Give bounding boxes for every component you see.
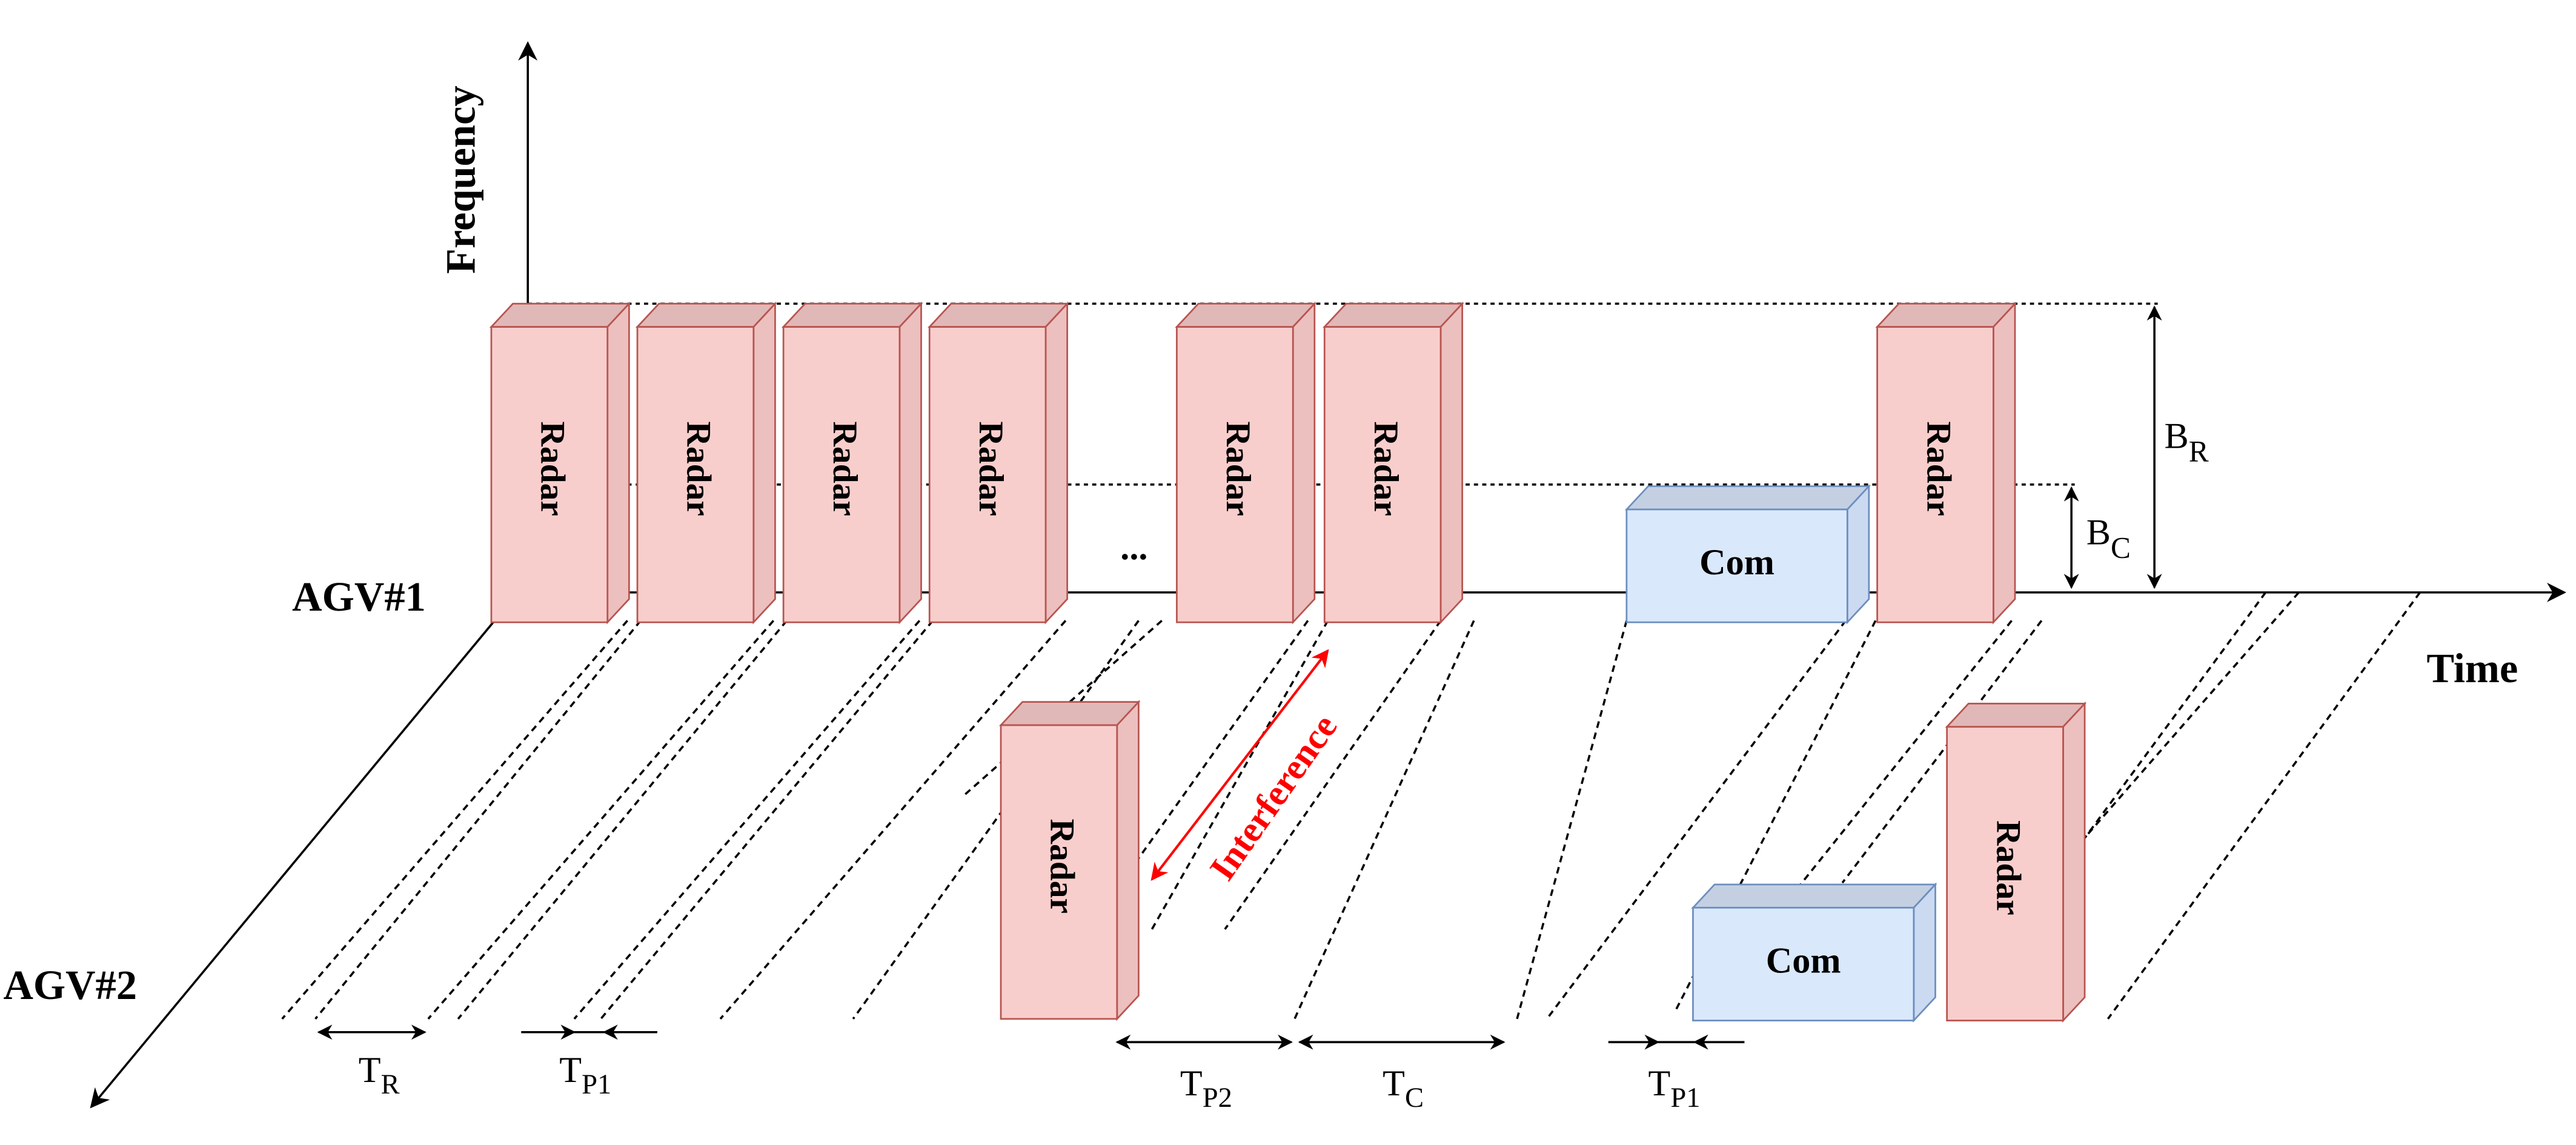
block-front-face: [1946, 726, 2064, 1021]
radar-block: Radar: [1875, 301, 2017, 625]
block-side-face: [1992, 301, 2016, 625]
block-side-face: [1439, 301, 1464, 625]
block-top-face: [1175, 302, 1316, 328]
interference-arrow: [1150, 649, 1329, 881]
block-top-face: [928, 302, 1069, 328]
block-side-face: [1116, 700, 1140, 1021]
projection-line: [719, 620, 1067, 1020]
projection-line: [314, 620, 642, 1020]
block-side-face: [1846, 484, 1870, 625]
interval-tp1-first-label: TP1: [559, 1050, 611, 1100]
interval-tp2: TP2: [1115, 1034, 1293, 1113]
block-top-face: [998, 701, 1141, 726]
projection-line: [2082, 591, 2300, 841]
radar-block-label: Radar: [1367, 421, 1405, 516]
radar-block-label: Radar: [1219, 421, 1257, 516]
projection-line: [573, 620, 921, 1020]
radar-block-label: Radar: [972, 421, 1010, 516]
interval-tc-label: TC: [1383, 1063, 1424, 1113]
time-intervals: TR TP1 TP2 TC TP: [317, 1024, 1745, 1113]
block-top-face: [1323, 302, 1464, 328]
block-top-face: [1624, 485, 1871, 511]
radar-block-label: Radar: [680, 421, 718, 516]
projection-line: [1545, 620, 1847, 1020]
radar-block-label: Radar: [1919, 421, 1957, 516]
interval-tp1-second-label: TP1: [1648, 1063, 1701, 1113]
agv2-label: AGV#2: [3, 962, 137, 1008]
radar-block: Radar: [635, 301, 777, 625]
radar-block: Radar: [998, 700, 1141, 1021]
block-front-face: [1625, 508, 1848, 623]
block-top-face: [1691, 883, 1937, 909]
radar-block: Radar: [1945, 701, 2087, 1023]
block-side-face: [2062, 701, 2086, 1023]
projection-line: [1841, 620, 2043, 884]
radar-block-label: Radar: [1043, 818, 1081, 914]
projection-line: [2065, 591, 2267, 864]
agv1-label: AGV#1: [292, 574, 426, 620]
block-top-face: [635, 302, 777, 328]
block-front-face: [782, 326, 901, 623]
block-front-face: [1876, 326, 1994, 623]
com-block: Com: [1691, 882, 1937, 1023]
interval-tp1-first: TP1: [521, 1024, 657, 1100]
projection-lines: [281, 591, 2421, 1020]
interval-tr-label: TR: [359, 1050, 400, 1100]
block-side-face: [898, 301, 922, 625]
projection-line: [1293, 620, 1475, 1020]
projection-line: [281, 620, 628, 1020]
time-axis-label: Time: [2426, 645, 2518, 691]
block-side-face: [1044, 301, 1068, 625]
radar-block-label: Radar: [1989, 820, 2027, 915]
com-block: Com: [1624, 484, 1871, 625]
block-front-face: [490, 326, 609, 623]
interval-tr: TR: [317, 1024, 427, 1100]
projection-line: [1224, 620, 1442, 930]
projection-line: [600, 620, 934, 1020]
block-top-face: [1875, 302, 2017, 328]
interval-tp1-second: TP1: [1608, 1034, 1745, 1113]
block-side-face: [1292, 301, 1316, 625]
bandwidth-com-label: BC: [2086, 512, 2131, 564]
interference-annotation: Interference: [1150, 649, 1346, 888]
radar-block: Radar: [781, 301, 923, 625]
agv-axis: [90, 620, 496, 1109]
block-front-face: [1176, 326, 1294, 623]
com-block-label: Com: [1699, 542, 1774, 583]
bandwidth-com-dimension: BC: [2063, 486, 2131, 589]
projection-line: [852, 620, 1140, 1020]
com-block-label: Com: [1766, 940, 1841, 981]
interval-tp2-label: TP2: [1180, 1063, 1232, 1113]
block-front-face: [928, 326, 1047, 623]
ellipsis-label: ...: [1120, 527, 1147, 568]
projection-line: [1516, 620, 1628, 1020]
radar-block: Radar: [489, 301, 631, 625]
block-side-face: [606, 301, 630, 625]
interval-tc: TC: [1298, 1034, 1505, 1113]
projection-line: [457, 620, 788, 1020]
block-top-face: [489, 302, 631, 328]
radar-block: Radar: [1323, 301, 1464, 625]
block-front-face: [1323, 326, 1442, 623]
bandwidth-radar-label: BR: [2165, 416, 2209, 468]
radar-block-label: Radar: [534, 421, 572, 516]
projection-line: [1134, 620, 1309, 864]
block-top-face: [781, 302, 923, 328]
radar-block-label: Radar: [826, 421, 864, 516]
frequency-axis-label: Frequency: [438, 85, 484, 274]
projection-line: [427, 620, 775, 1020]
block-front-face: [636, 326, 755, 623]
bandwidth-radar-dimension: BR: [2146, 305, 2209, 589]
radar-block: Radar: [1175, 301, 1316, 625]
block-top-face: [1945, 703, 2087, 728]
block-front-face: [1000, 724, 1118, 1020]
radar-block: Radar: [928, 301, 1069, 625]
projection-line: [1692, 620, 2013, 1020]
projection-line: [2106, 591, 2421, 1020]
block-side-face: [752, 301, 776, 625]
block-front-face: [1692, 906, 1915, 1021]
block-side-face: [1913, 882, 1936, 1023]
